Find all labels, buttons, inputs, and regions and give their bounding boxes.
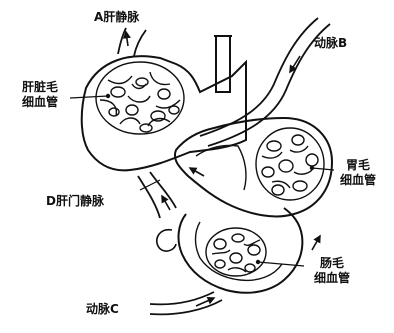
hepatic-vein-arrow (126, 32, 128, 46)
label-artery-b: 动脉B (314, 36, 347, 51)
label-intestine-capillary-line2: 细血管 (306, 271, 358, 286)
label-stomach-capillary-line1: 胃毛 (334, 158, 382, 173)
label-hepatic-vein: A肝静脉 (94, 10, 139, 25)
liver-capillary-leader (70, 96, 108, 98)
label-stomach-capillary-line2: 细血管 (334, 173, 382, 188)
stomach-outline (175, 118, 332, 216)
label-liver-capillary: 肝脏毛 细血管 (12, 80, 68, 110)
intestine-capillary-network (206, 228, 266, 276)
label-liver-capillary-line2: 细血管 (12, 95, 68, 110)
intestine-inner-wall (196, 222, 283, 280)
intestine-loop (157, 230, 176, 251)
label-artery-c: 动脉C (86, 302, 119, 317)
label-intestine-capillary: 肠毛 细血管 (306, 256, 358, 286)
label-portal-vein: D肝门静脉 (46, 194, 104, 209)
liver-capillary-network (96, 62, 184, 134)
hepatic-vein-wall-left (118, 28, 126, 54)
label-intestine-capillary-line1: 肠毛 (306, 256, 358, 271)
stomach-inner-fold (196, 145, 246, 190)
artery-b-wall-inner (208, 24, 330, 146)
label-liver-capillary-line1: 肝脏毛 (12, 80, 68, 95)
hepatic-vein-wall-right (134, 30, 146, 56)
stomach-flow-arrow (190, 168, 204, 176)
label-stomach-capillary: 胃毛 细血管 (334, 158, 382, 188)
stomach-capillary-network (256, 128, 324, 200)
intestine-flow-arrow (312, 236, 320, 250)
